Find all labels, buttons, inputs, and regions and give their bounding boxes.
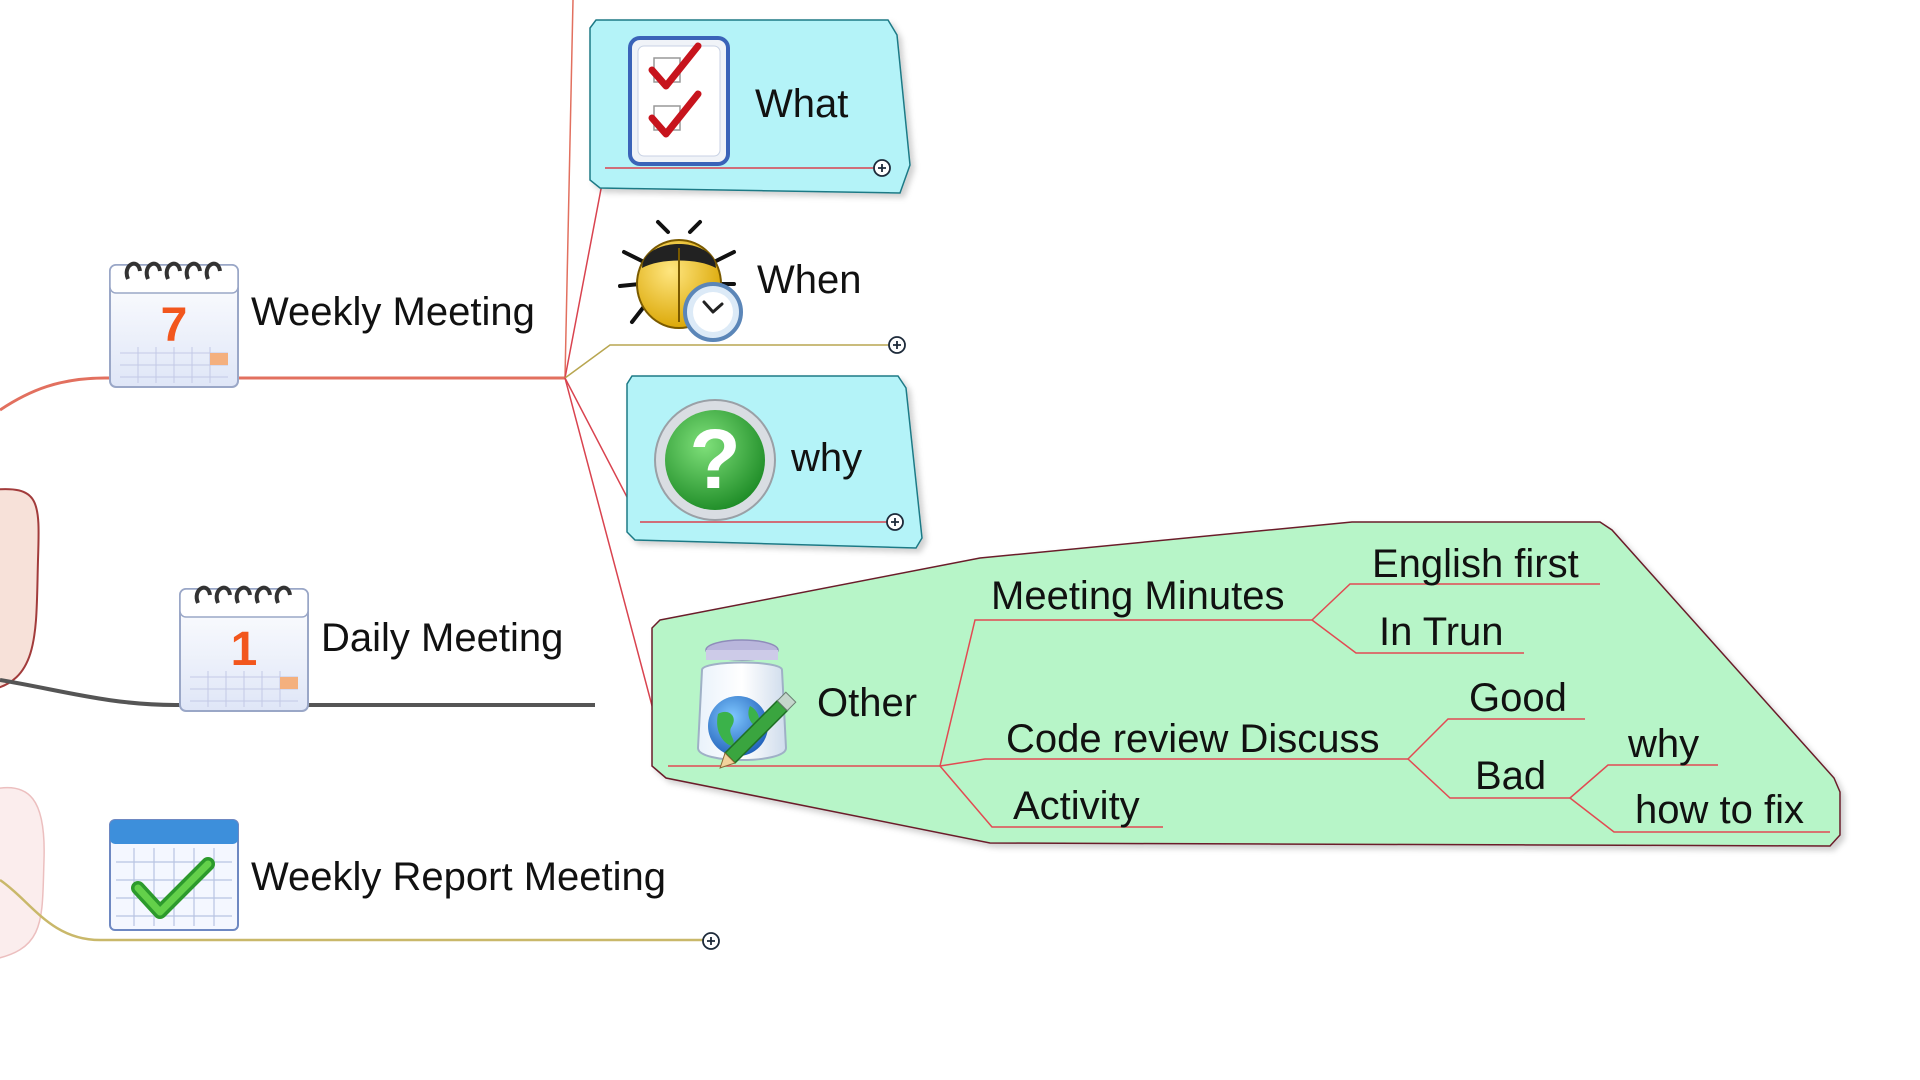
topic-what[interactable]: What <box>755 82 848 126</box>
globe-jar-pencil-icon <box>696 639 797 769</box>
subtopic-why[interactable]: why <box>1627 722 1699 766</box>
lower-topic-edge <box>0 786 45 959</box>
subtopic-good[interactable]: Good <box>1469 676 1567 720</box>
calendar-check-icon <box>109 819 239 931</box>
topic-daily-meeting[interactable]: Daily Meeting <box>321 616 563 660</box>
bug-clock-icon <box>618 220 743 342</box>
subtopic-code-review-discuss[interactable]: Code review Discuss <box>1006 717 1379 761</box>
checklist-icon <box>628 36 730 166</box>
connector-weekly-report <box>0 878 710 942</box>
svg-text:?: ? <box>689 412 740 506</box>
connector-daily-meeting <box>0 678 595 707</box>
subtopic-how-to-fix[interactable]: how to fix <box>1635 788 1804 832</box>
topic-weekly-meeting[interactable]: Weekly Meeting <box>251 290 535 334</box>
svg-text:1: 1 <box>231 623 258 676</box>
other-subtree-lines <box>668 583 1830 833</box>
expand-toggle-why[interactable] <box>886 513 904 531</box>
expand-toggle-what[interactable] <box>873 159 891 177</box>
connector-weekly-meeting <box>0 376 565 412</box>
calendar-day-7-icon: 7 <box>109 261 239 388</box>
topic-when[interactable]: When <box>757 258 862 302</box>
expand-toggle-when[interactable] <box>888 336 906 354</box>
subtopic-english-first[interactable]: English first <box>1372 542 1579 586</box>
subtopic-in-trun[interactable]: In Trun <box>1379 610 1504 654</box>
expand-toggle-weekly-report[interactable] <box>702 932 720 950</box>
central-topic[interactable] <box>0 488 40 690</box>
svg-text:7: 7 <box>161 299 188 352</box>
topic-other[interactable]: Other <box>817 681 917 725</box>
topic-why[interactable]: why <box>790 436 862 480</box>
connector-to-top <box>564 0 574 379</box>
connector-to-when <box>564 344 895 379</box>
subtopic-bad[interactable]: Bad <box>1475 754 1546 798</box>
subtopic-activity[interactable]: Activity <box>1013 784 1140 828</box>
topic-weekly-report-meeting[interactable]: Weekly Report Meeting <box>251 855 666 899</box>
calendar-day-1-icon: 1 <box>179 585 309 712</box>
question-icon: ? <box>654 399 776 521</box>
subtopic-meeting-minutes[interactable]: Meeting Minutes <box>991 574 1284 618</box>
